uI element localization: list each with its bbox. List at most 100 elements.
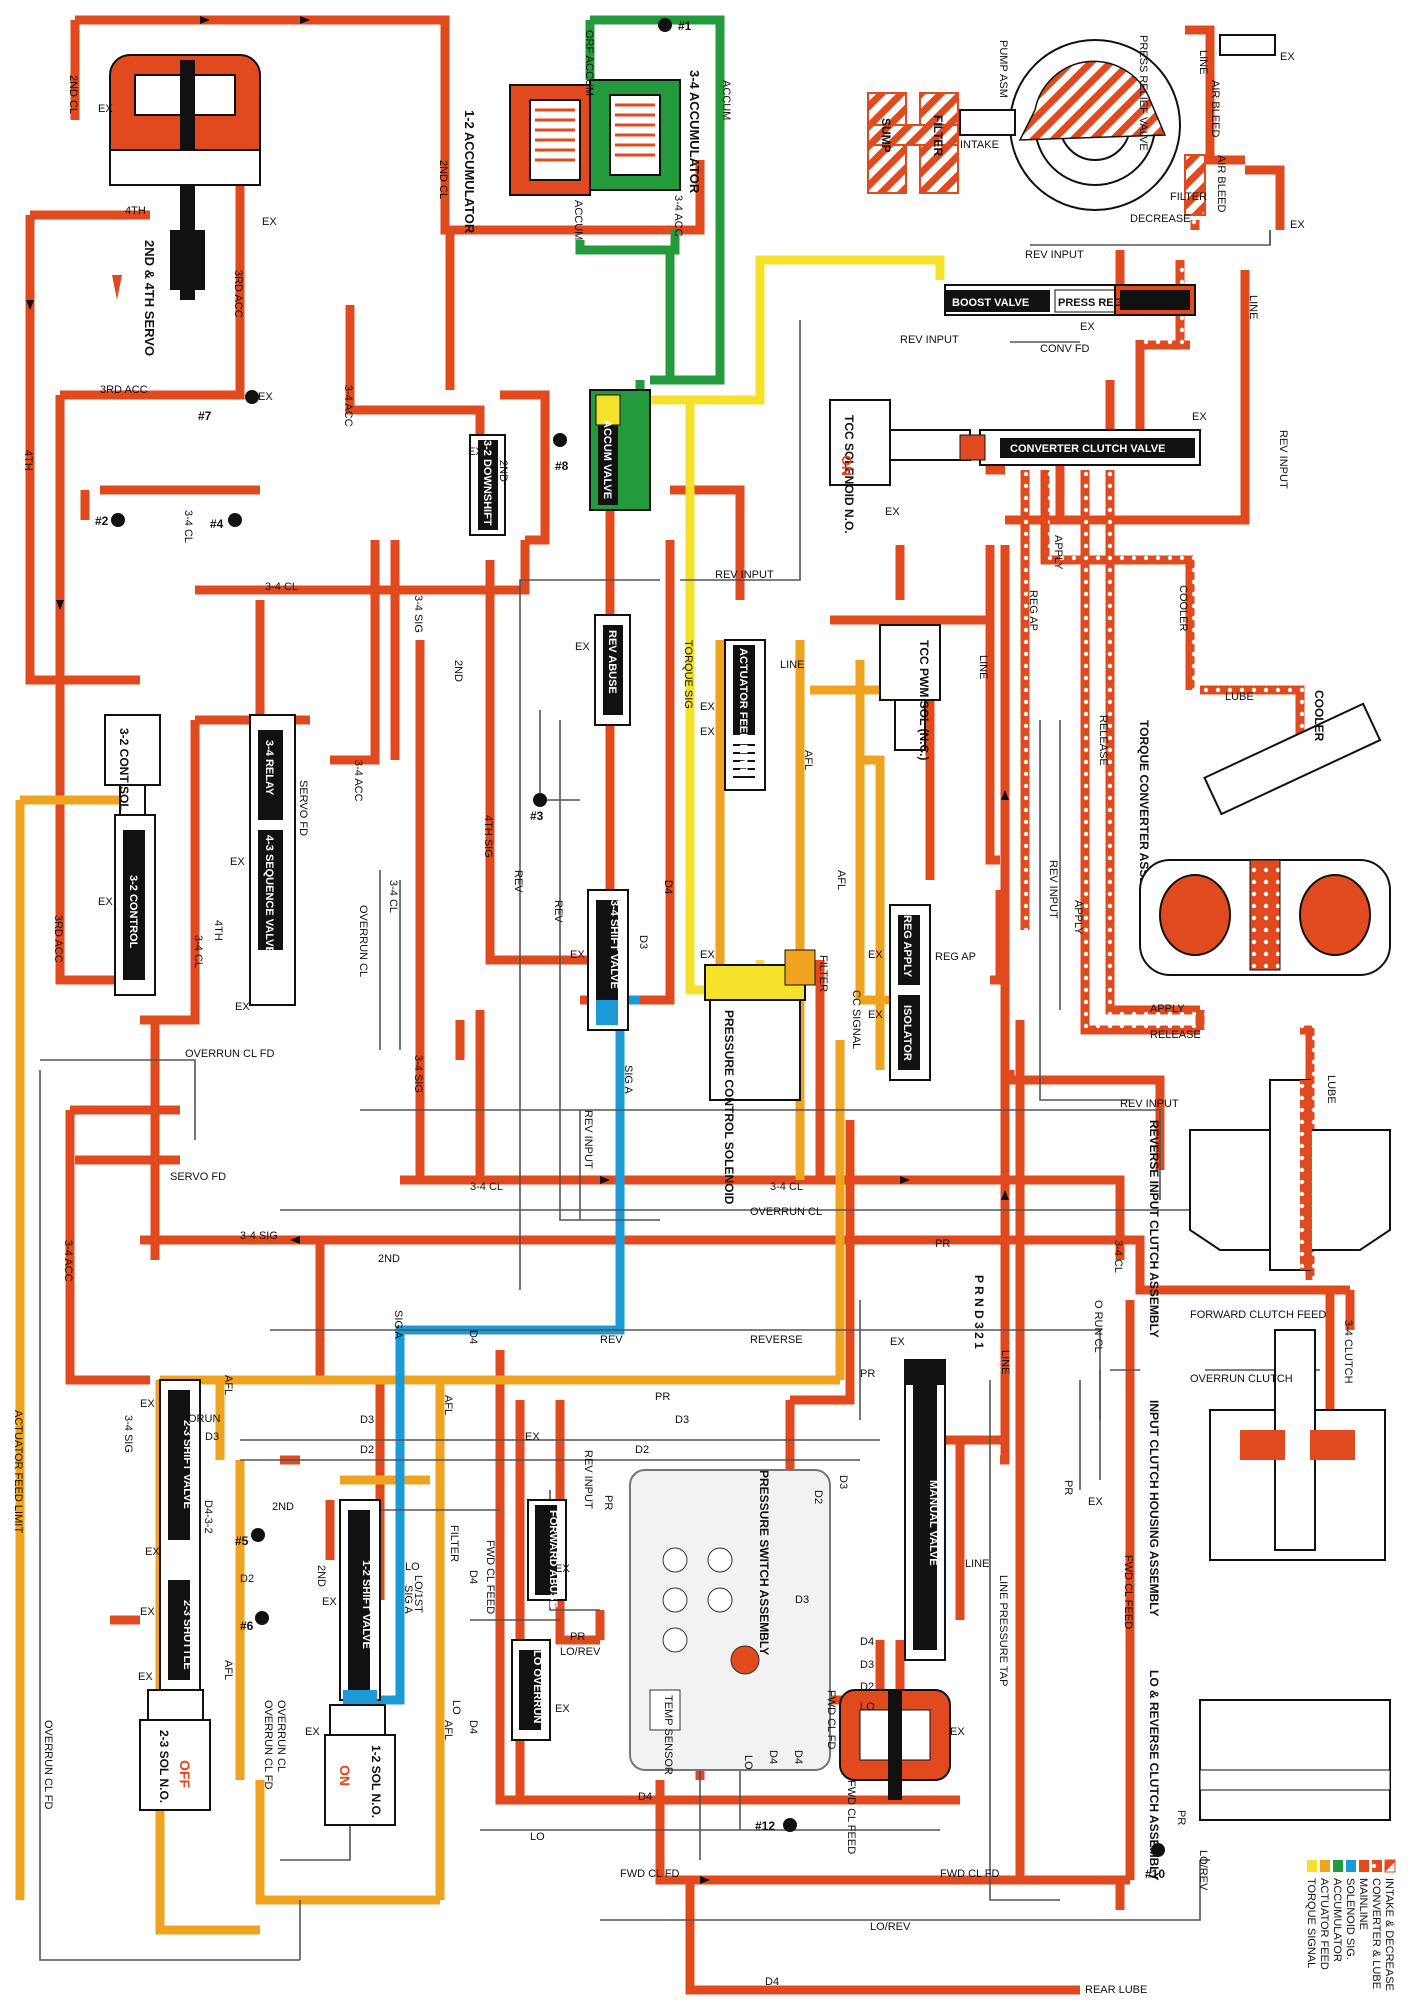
- label-sig-a: SIG A: [622, 1065, 634, 1094]
- label-rev-input-g: REV INPUT: [582, 1110, 594, 1169]
- label-34-cl-c: 3-4 CL: [387, 880, 399, 913]
- tcc-pwm-label: TCC PWM SOL (N.C.): [917, 640, 931, 760]
- flow-arrows: [26, 16, 1009, 1884]
- label-rev-input-d: REV INPUT: [1277, 430, 1289, 489]
- cooler-label: COOLER: [1312, 690, 1326, 742]
- ex-label: EX: [235, 1001, 250, 1013]
- ex-label: EX: [1192, 411, 1207, 423]
- checkball-icon: [111, 513, 125, 527]
- shift-12-valve: [339, 1499, 381, 1705]
- downshift-label: 3-2 DOWNSHIFT: [481, 440, 493, 526]
- press-reg-label: PRESS REG: [1058, 297, 1122, 309]
- shift-34-valve: [587, 889, 629, 1031]
- checkballs: #1 #2 #3 #4 #5 #6 #7 #8 #10 #12: [95, 18, 1165, 1881]
- label-lo-e: LO: [450, 1700, 462, 1715]
- label-cc-signal: CC SIGNAL: [850, 990, 862, 1049]
- label-fwd-cl-fd: FWD CL FD: [620, 1868, 680, 1880]
- torque-converter: [1139, 859, 1391, 976]
- label-d2-d: D2: [860, 1681, 874, 1693]
- label-d3-e: D3: [795, 1594, 809, 1606]
- ex-label: EX: [700, 949, 715, 961]
- ex-label: EX: [138, 1671, 153, 1683]
- sequence-label: 4-3 SEQUENCE VALVE: [263, 835, 275, 954]
- legend-swatch-accumulator: [1333, 1860, 1343, 1872]
- label-overrun-cl: OVERRUN CL: [357, 905, 369, 977]
- ex-label: EX: [570, 949, 585, 961]
- label-fwd-cl-feed-c: FWD CL FEED: [845, 1780, 857, 1854]
- flow-arrow-icon: [56, 600, 64, 610]
- cooler: [1203, 702, 1382, 816]
- checkball-12: #12: [755, 1819, 775, 1833]
- label-d4-f: D4: [860, 1636, 874, 1648]
- checkball-icon: [658, 18, 672, 32]
- ex-label: EX: [555, 1563, 570, 1575]
- manual-valve-label: MANUAL VALVE: [927, 1480, 939, 1566]
- servo-assembly: [109, 54, 261, 300]
- flow-arrow-icon: [900, 1176, 910, 1184]
- label-d4-c: D4: [467, 1570, 479, 1584]
- label-afl-f: AFL: [442, 1720, 454, 1740]
- servo-label: 2ND & 4TH SERVO: [142, 240, 157, 356]
- ex-label: EX: [322, 1596, 337, 1608]
- checkball-4: #4: [210, 517, 224, 531]
- label-fwd-cl-fd-b: FWD CL FD: [940, 1868, 1000, 1880]
- ex-label: EX: [140, 1398, 155, 1410]
- label-pr-b: PR: [655, 1391, 670, 1403]
- ex-label: EX: [230, 856, 245, 868]
- ex-label: EX: [1280, 51, 1295, 63]
- label-overrun-cl-b: OVERRUN CL: [750, 1206, 822, 1218]
- pressure-control-solenoid: [704, 949, 816, 1101]
- label-apply-b: APPLY: [1052, 535, 1064, 570]
- label-34-clutch: 3-4 CLUTCH: [1342, 1320, 1354, 1384]
- label-2nd-cl: 2ND CL: [67, 75, 79, 114]
- label-afl-c: AFL: [222, 1375, 234, 1395]
- solenoid-12: [324, 1704, 396, 1826]
- sol12-state: ON: [337, 1765, 353, 1786]
- label-line-e: LINE: [999, 1350, 1011, 1374]
- flow-arrow-icon: [300, 16, 310, 24]
- checkball-icon: [255, 1611, 269, 1625]
- label-accum-b: ACCUM: [572, 200, 584, 240]
- ex-label: EX: [468, 446, 483, 458]
- label-d4-e: D4: [638, 1791, 652, 1803]
- tcc-solenoid: [829, 399, 971, 486]
- label-lo-c: LO: [860, 1701, 875, 1713]
- legend-swatch-converter: [1372, 1860, 1382, 1872]
- flow-arrow-icon: [26, 300, 34, 310]
- label-3rd-acc: 3RD ACC: [100, 384, 148, 396]
- label-o-run-cl: O RUN CL: [1092, 1300, 1104, 1353]
- rev-abuse-valve: [594, 614, 631, 726]
- label-fwd-cl-feed: FWD CL FEED: [484, 1540, 496, 1614]
- label-34-acc: 3-4 ACC: [342, 385, 354, 427]
- checkball-2: #2: [95, 514, 109, 528]
- label-overrun-clutch: OVERRUN CLUTCH: [1190, 1373, 1293, 1385]
- label-2nd-e: 2ND: [315, 1565, 327, 1587]
- label-2nd-b: 2ND: [452, 660, 464, 682]
- intake-passages: [867, 92, 1206, 216]
- ex-label: EX: [890, 1336, 905, 1348]
- label-orf-accum: ORF ACCUM: [583, 30, 595, 96]
- reverse-input-clutch: [1189, 1079, 1391, 1271]
- label-4th-b: 4TH: [22, 450, 34, 471]
- label-sig-a-c: SIG A: [402, 1585, 414, 1614]
- label-3rd-acc-c: 3RD ACC: [52, 915, 64, 963]
- flow-arrow-icon: [200, 16, 210, 24]
- legend-swatch-torque: [1307, 1860, 1317, 1872]
- label-overrun-cl-fd-b: OVERRUN CL FD: [42, 1720, 54, 1809]
- legend-label-solenoid: SOLENOID SIG.: [1344, 1878, 1356, 1960]
- label-3rd-acc-b: 3RD ACC: [232, 270, 244, 318]
- checkball-icon: [251, 1528, 265, 1542]
- label-rev-input-e: REV INPUT: [1047, 860, 1059, 919]
- legend-swatch-mainline: [1359, 1860, 1369, 1872]
- label-actuator-feed-limit: ACTUATOR FEED LIMIT: [12, 1410, 24, 1533]
- label-filter-small-b: FILTER: [817, 955, 829, 992]
- label-filter-pump: FILTER: [1170, 191, 1207, 203]
- tcc-pwm-solenoid: [879, 624, 941, 751]
- ex-label: EX: [1088, 1496, 1103, 1508]
- accum-valve: [589, 389, 651, 511]
- mainline-passages: [25, 15, 1355, 1995]
- pcs-label: PRESSURE CONTROL SOLENOID: [722, 1010, 736, 1205]
- converter-clutch-valve: [959, 429, 1201, 466]
- label-d4-g: D4: [765, 1976, 779, 1988]
